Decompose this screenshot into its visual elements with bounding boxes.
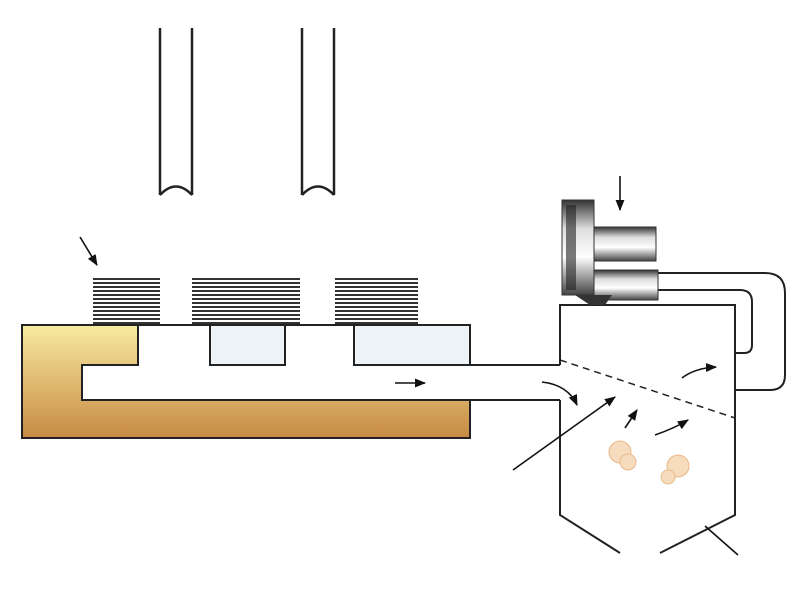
cyclone-body bbox=[559, 304, 736, 554]
panel-2 bbox=[353, 324, 471, 366]
air-duct bbox=[470, 364, 560, 401]
dust-particles bbox=[608, 440, 690, 485]
feed-pipe-right bbox=[300, 28, 336, 196]
arrow-stack bbox=[79, 236, 98, 266]
arrow-exit bbox=[681, 363, 718, 379]
arrow-up bbox=[624, 409, 638, 429]
arrow-curve-right bbox=[654, 419, 689, 436]
panel-1 bbox=[209, 324, 286, 366]
sheet-stack-2 bbox=[192, 278, 300, 324]
arrow-inlet-pointer bbox=[512, 396, 616, 471]
material-stacks bbox=[93, 278, 418, 324]
return-duct bbox=[655, 272, 786, 391]
arrow-inlet-curve bbox=[541, 381, 578, 407]
flow-arrows bbox=[79, 176, 739, 556]
sheet-stack-1 bbox=[93, 278, 160, 324]
blower-fan bbox=[561, 199, 659, 305]
arrow-hopper bbox=[704, 525, 739, 556]
heater-base bbox=[21, 324, 471, 439]
filter-screen bbox=[559, 359, 736, 419]
feed-pipe-left bbox=[158, 28, 194, 196]
sheet-stack-3 bbox=[335, 278, 418, 324]
